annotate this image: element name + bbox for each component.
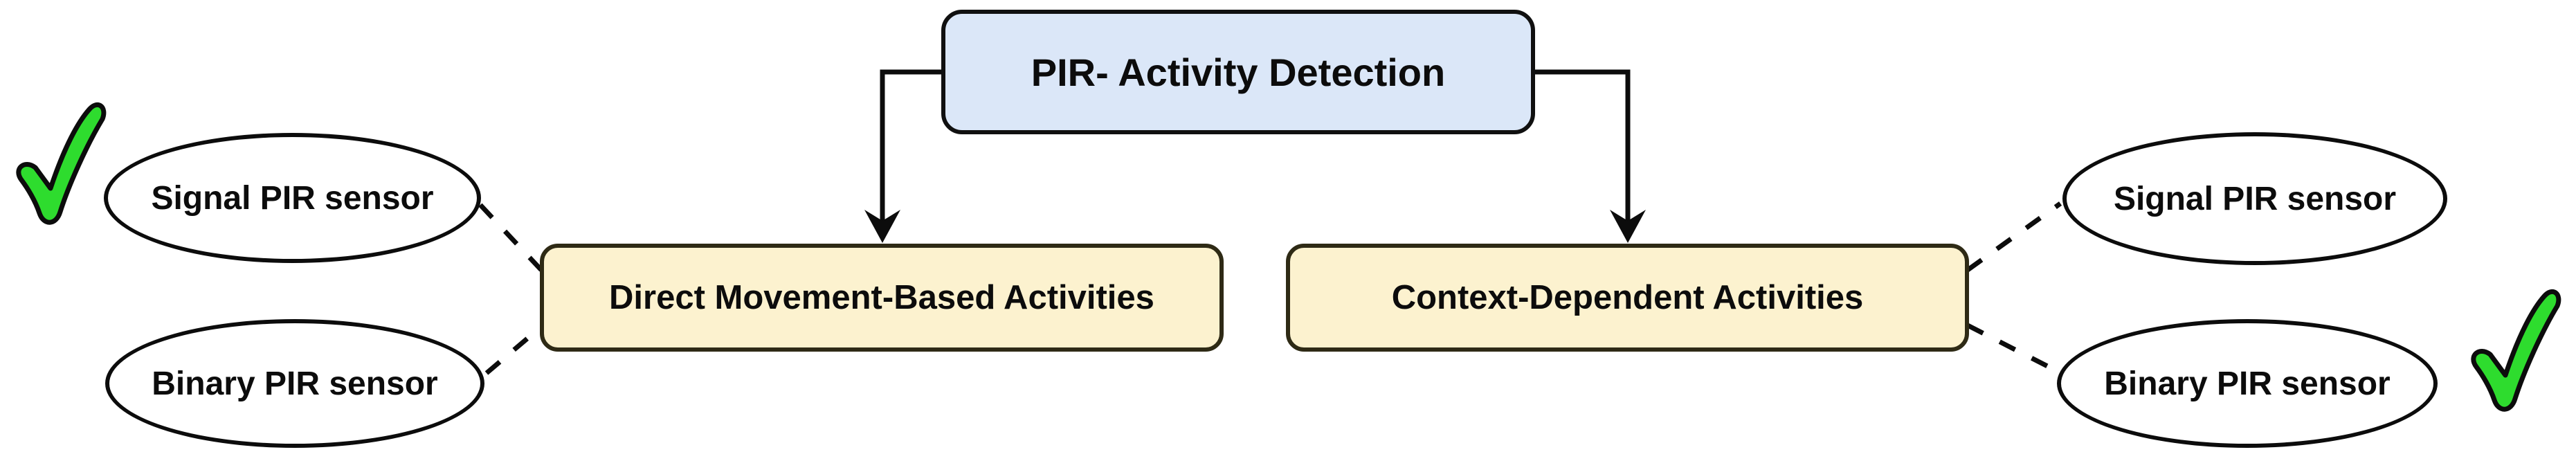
node-signal-pir-sensor-left: Signal PIR sensor [104,133,481,263]
arrowhead-left [864,210,900,243]
node-binary-pir-sensor-left: Binary PIR sensor [105,319,484,448]
arrowhead-right [1610,210,1646,243]
node-context-dependent-activities: Context-Dependent Activities [1286,244,1969,352]
dashed-link-binary-left [484,325,543,375]
dashed-link-signal-left [478,203,543,272]
dashed-link-binary-right [1966,323,2057,373]
connector-root-to-left [880,69,944,223]
connector-root-to-right [1532,69,1631,223]
checkmark-icon [16,102,107,225]
node-direct-movement-activities: Direct Movement-Based Activities [540,244,1224,352]
checkmark-icon [2471,289,2561,412]
node-binary-pir-sensor-right: Binary PIR sensor [2057,319,2438,448]
node-pir-activity-detection: PIR- Activity Detection [941,10,1535,134]
dashed-link-signal-right [1966,201,2062,272]
node-signal-pir-sensor-right: Signal PIR sensor [2062,132,2447,265]
